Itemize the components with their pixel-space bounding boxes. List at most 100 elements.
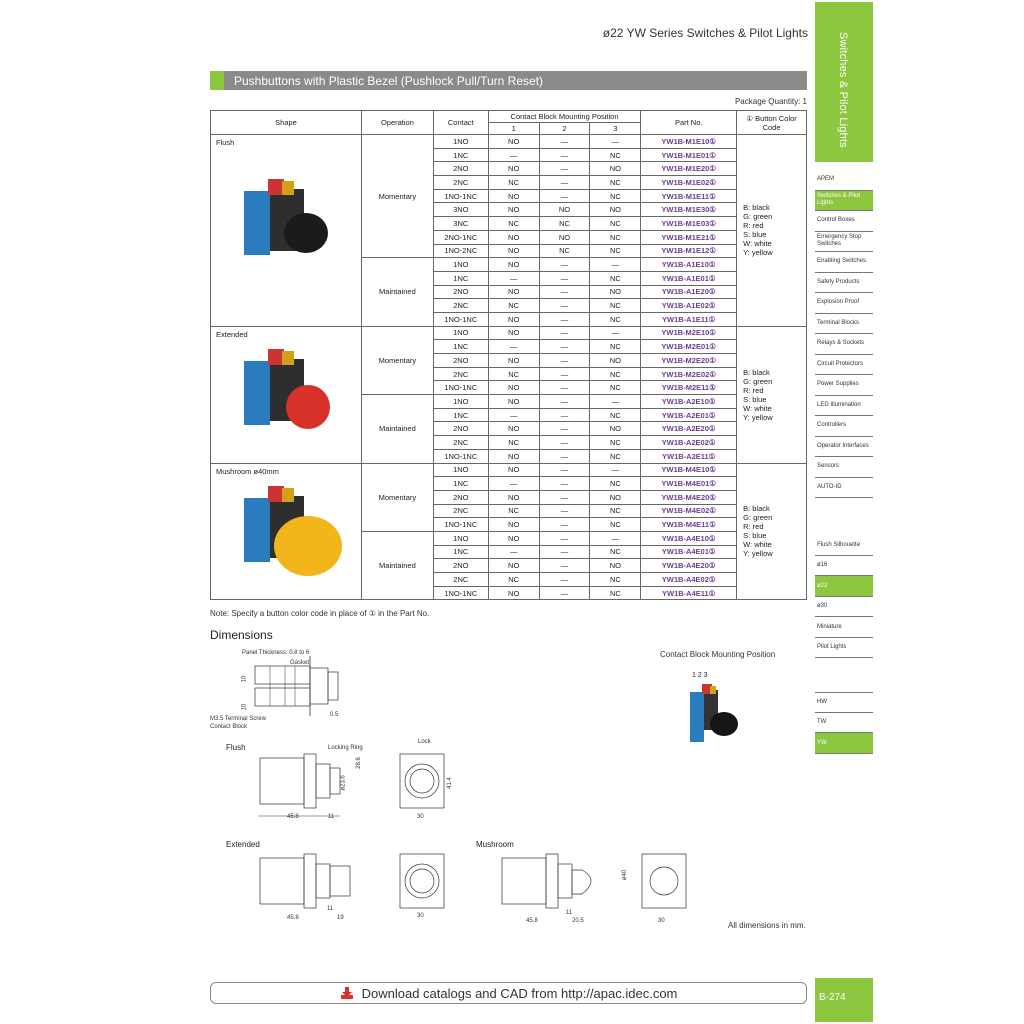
sidenav-series-item[interactable]: YW: [815, 733, 873, 754]
color-code-item: G: green: [743, 513, 773, 523]
pos1-cell: NO: [487, 243, 540, 259]
pos2-cell: —: [538, 435, 591, 450]
pos1-cell: NO: [487, 325, 540, 341]
side-tab[interactable]: Switches & Pilot Lights: [815, 2, 873, 162]
table-note: Note: Specify a button color code in pla…: [210, 609, 430, 618]
sidenav-item[interactable]: Sensors: [815, 457, 873, 478]
pos2-cell: —: [538, 353, 591, 368]
pos1-cell: NO: [487, 462, 540, 478]
pos1-cell: NC: [487, 366, 540, 382]
pos1-cell: NC: [487, 216, 540, 231]
sidenav-item[interactable]: Explosion Proof: [815, 293, 873, 314]
color-code-item: R: red: [743, 221, 764, 231]
contact-cell: 2NO-1NC: [432, 229, 489, 245]
pos2-cell: —: [538, 517, 591, 532]
pos1-cell: NC: [487, 503, 540, 519]
pos3-cell: NC: [589, 435, 642, 450]
shape-cell: Flush: [210, 134, 362, 327]
pos1-cell: —: [487, 339, 540, 354]
pos3-cell: NO: [589, 558, 642, 573]
sidenav-item[interactable]: Control Boxes: [815, 211, 873, 232]
sidenav-sub-item[interactable]: Miniature: [815, 617, 873, 638]
th-shape: Shape: [210, 110, 362, 135]
pos3-cell: NC: [589, 517, 642, 532]
dim-458-ext: 45.8: [287, 915, 299, 921]
sidenav-item[interactable]: Operator Interfaces: [815, 437, 873, 457]
sidenav-item[interactable]: APEM: [815, 170, 873, 191]
part-no-cell: YW1B-M4E11①: [640, 517, 738, 532]
color-code-item: B: black: [743, 203, 770, 213]
sidenav-item[interactable]: Controllers: [815, 416, 873, 437]
pos3-cell: —: [589, 257, 642, 272]
pos1-cell: NO: [487, 380, 540, 396]
pos1-cell: NO: [487, 161, 540, 177]
part-no-cell: YW1B-A2E02①: [640, 435, 738, 450]
part-no-cell: YW1B-A4E10①: [640, 530, 738, 546]
part-no-cell: YW1B-A1E11①: [640, 311, 738, 327]
part-no-cell: YW1B-M2E01①: [640, 339, 738, 354]
pos3-cell: NC: [589, 503, 642, 519]
sidenav-sub-item[interactable]: ø30: [815, 597, 873, 617]
contact-cell: 1NO: [432, 325, 489, 341]
color-code-item: W: white: [743, 403, 772, 413]
sidenav-item[interactable]: Enabling Switches: [815, 252, 873, 273]
sidenav-series-item[interactable]: HW: [815, 692, 873, 713]
sidenav-sub-item[interactable]: Pilot Lights: [815, 638, 873, 658]
dim-11-flush: 11: [328, 814, 335, 820]
color-code-item: Y: yellow: [743, 549, 773, 559]
contact-cell: 1NO: [432, 134, 489, 149]
section-title: Pushbuttons with Plastic Bezel (Pushlock…: [234, 74, 544, 88]
dim-11-ext: 11: [327, 906, 334, 912]
part-no-cell: YW1B-A2E11①: [640, 448, 738, 464]
dim-30-ext: 30: [417, 913, 424, 919]
pos1-cell: NC: [487, 298, 540, 313]
sidenav-sub-item[interactable]: ø16: [815, 556, 873, 576]
contact-cell: 2NO: [432, 353, 489, 368]
sidenav-item[interactable]: Safety Products: [815, 273, 873, 293]
pos1-cell: NO: [487, 394, 540, 409]
part-no-cell: YW1B-M1E10①: [640, 134, 738, 149]
pos2-cell: —: [538, 503, 591, 519]
sidenav-item[interactable]: LED Illumination: [815, 396, 873, 416]
part-no-cell: YW1B-M1E02①: [640, 175, 738, 190]
th-mounting: Contact Block Mounting Position: [487, 110, 642, 123]
pos2-cell: —: [538, 407, 591, 423]
dim-locking-ring: Locking Ring: [328, 745, 363, 751]
contact-cell: 1NO-2NC: [432, 243, 489, 259]
operation-cell: Momentary: [360, 325, 434, 396]
pos3-cell: NC: [589, 188, 642, 204]
pos1-cell: —: [487, 270, 540, 286]
dim-414-flush: 41.4: [446, 777, 453, 789]
th-pos3: 3: [589, 122, 642, 135]
sidenav-item[interactable]: AUTO-ID: [815, 478, 873, 498]
sidenav-series-item[interactable]: TW: [815, 713, 873, 733]
sidenav-sub-item[interactable]: Flush Silhouette: [815, 535, 873, 556]
sidenav-item[interactable]: Relays & Sockets: [815, 334, 873, 355]
contact-cell: 1NC: [432, 339, 489, 354]
sidenav-item[interactable]: Switches & Pilot Lights: [815, 190, 873, 211]
sidenav-sub-item[interactable]: ø22: [815, 576, 873, 597]
pos2-cell: —: [538, 476, 591, 491]
pos3-cell: NC: [589, 585, 642, 601]
extended-side-drawing: [259, 853, 351, 909]
sidenav-item[interactable]: Circuit Protectors: [815, 355, 873, 375]
sidenav-item[interactable]: Power Supplies: [815, 375, 873, 396]
download-link-text[interactable]: Download catalogs and CAD from http://ap…: [361, 985, 678, 1001]
shape-label: Extended: [216, 329, 248, 339]
part-no-cell: YW1B-M1E01①: [640, 147, 738, 163]
flush-button-photo: [244, 179, 328, 255]
download-link-bar[interactable]: Download catalogs and CAD from http://ap…: [210, 982, 807, 1004]
sidenav-item[interactable]: Terminal Blocks: [815, 314, 873, 334]
pos3-cell: —: [589, 325, 642, 341]
pos3-cell: NC: [589, 229, 642, 245]
contact-cell: 1NO: [432, 462, 489, 478]
pos2-cell: —: [538, 394, 591, 409]
dim-panel-thickness: Panel Thickness: 0.8 to 6: [242, 650, 310, 656]
sidenav-item[interactable]: Emergency Stop Switches: [815, 232, 873, 252]
